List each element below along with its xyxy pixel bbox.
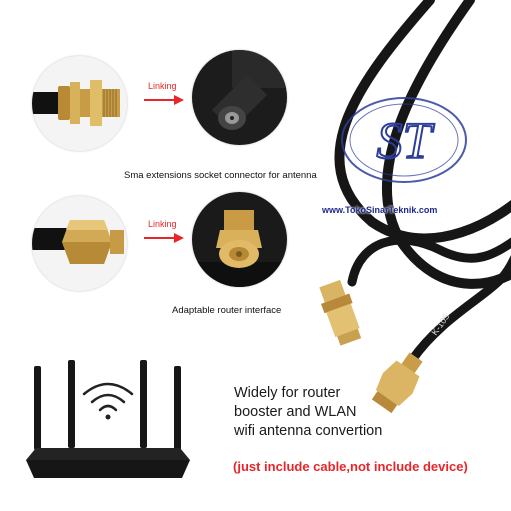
promo-text: Widely for router booster and WLAN wifi … bbox=[234, 384, 382, 441]
store-website: www.TokoSinarTeknik.com bbox=[322, 205, 438, 215]
sma-male-photo bbox=[32, 196, 127, 291]
right-arrow-icon bbox=[144, 233, 184, 243]
sma-female-connector bbox=[319, 279, 362, 346]
sma-male-connector bbox=[371, 352, 423, 414]
sma-bulkhead-photo bbox=[32, 56, 127, 151]
cable-loop-middle bbox=[381, 0, 511, 289]
logo-monogram: ST bbox=[377, 113, 435, 170]
cable-lead-bulkhead bbox=[347, 235, 511, 287]
wifi-signal-icon bbox=[82, 382, 134, 420]
wifi-router-illustration bbox=[26, 360, 190, 478]
cable-loop-upper bbox=[334, 0, 511, 244]
linking-label-1: Linking bbox=[148, 81, 177, 91]
promo-line-1: Widely for router bbox=[234, 385, 341, 401]
promo-line-3: wifi antenna convertion bbox=[234, 423, 383, 439]
router-port-photo bbox=[192, 192, 287, 287]
disclaimer-text: (just include cable,not include device) bbox=[233, 459, 468, 474]
store-logo-watermark: ST bbox=[341, 97, 467, 183]
right-arrow-icon bbox=[144, 95, 184, 105]
linking-label-2: Linking bbox=[148, 219, 177, 229]
antenna-base-photo bbox=[192, 50, 287, 145]
cable-lead-male bbox=[407, 254, 511, 365]
caption-row-2: Adaptable router interface bbox=[172, 305, 282, 316]
caption-row-1: Sma extensions socket connector for ante… bbox=[124, 170, 317, 181]
promo-line-2: booster and WLAN bbox=[234, 404, 357, 420]
